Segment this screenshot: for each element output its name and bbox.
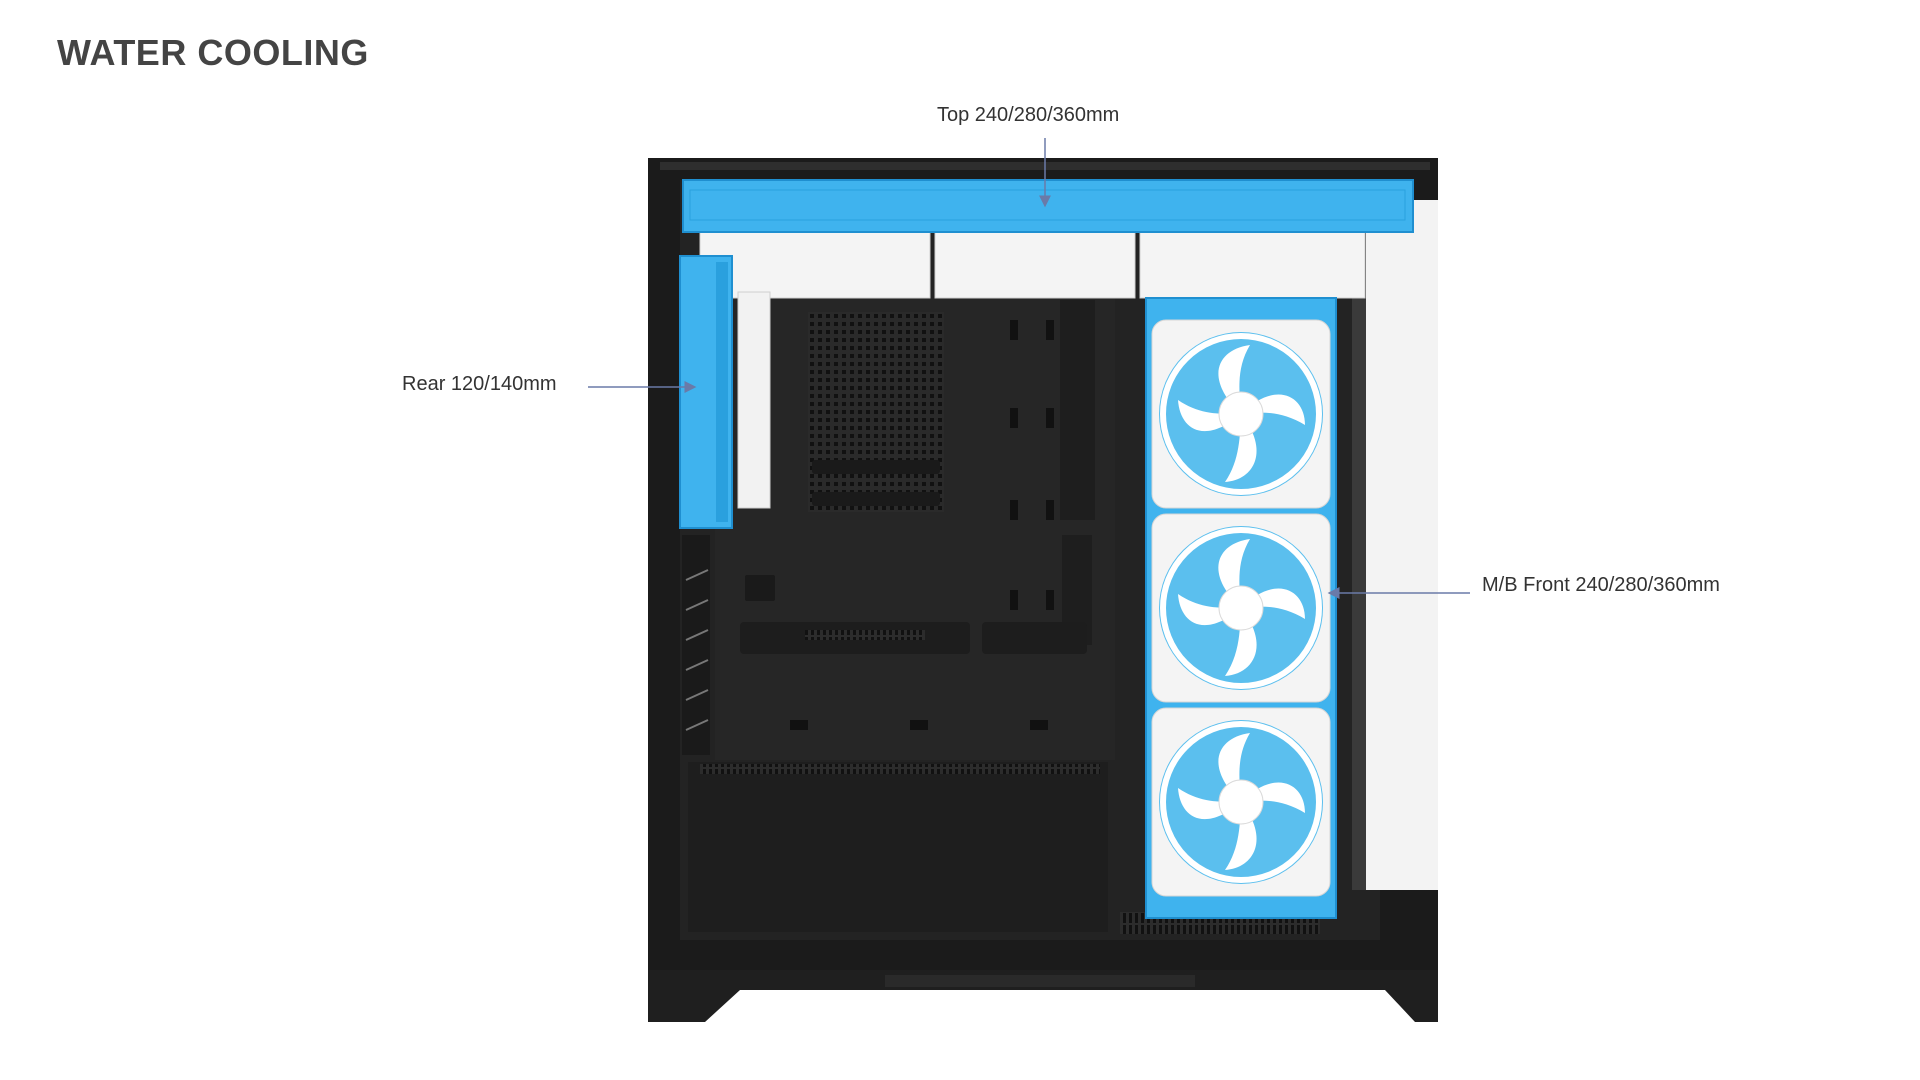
page-title: WATER COOLING <box>57 32 369 73</box>
rear-radiator-label: Rear 120/140mm <box>402 373 557 395</box>
motherboard-tray <box>715 290 1115 760</box>
front-radiator <box>1145 297 1337 919</box>
top-radiator <box>682 179 1414 233</box>
expansion-slots <box>682 535 710 755</box>
psu-shroud <box>688 762 1320 934</box>
front-fan-3 <box>1151 707 1331 897</box>
rear-radiator <box>679 255 771 529</box>
top-fans <box>699 231 1366 299</box>
front-radiator-label: M/B Front 240/280/360mm <box>1482 574 1720 596</box>
front-fan-2 <box>1151 513 1331 703</box>
top-radiator-label: Top 240/280/360mm <box>937 104 1120 126</box>
front-fan-1 <box>1151 319 1331 509</box>
